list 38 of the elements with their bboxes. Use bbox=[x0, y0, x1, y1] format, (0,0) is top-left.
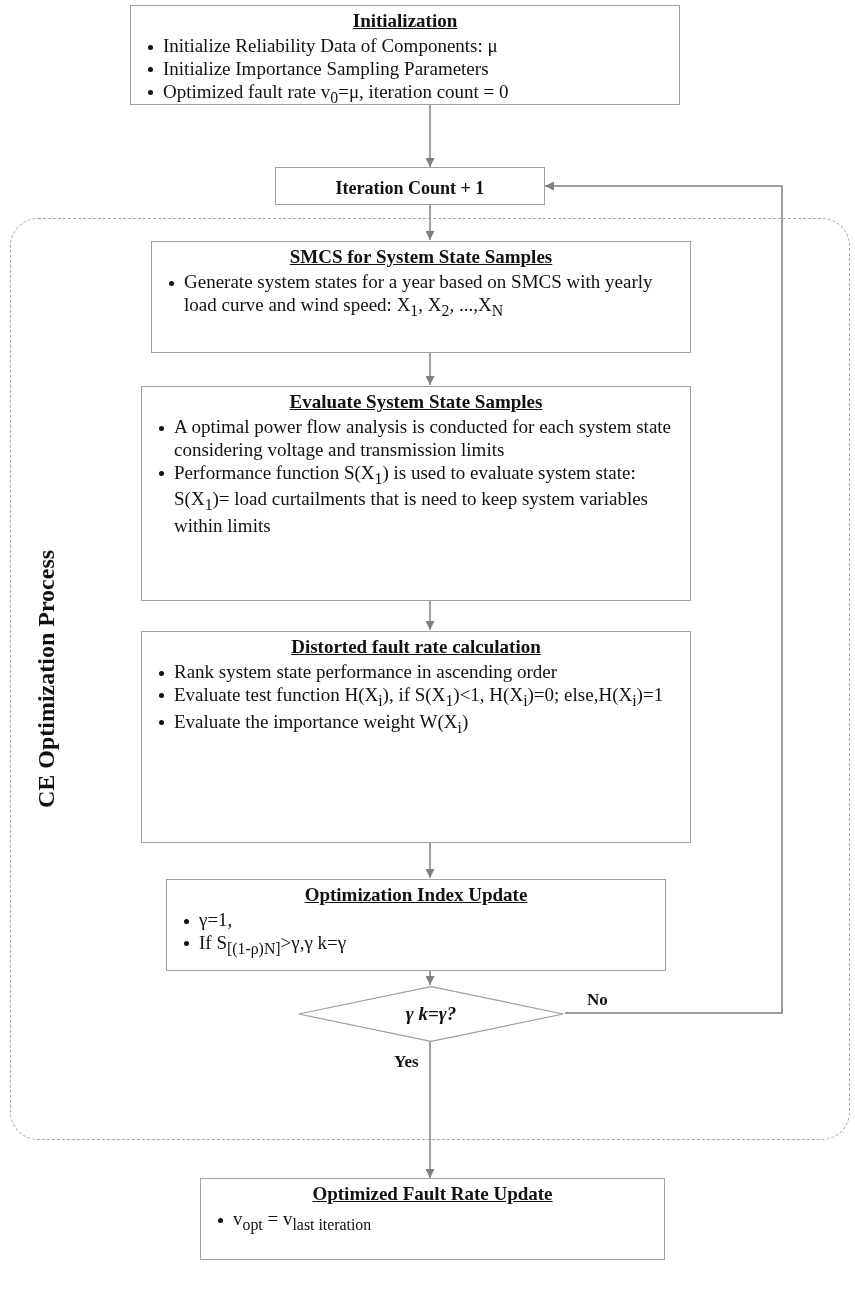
arrow bbox=[425, 841, 435, 879]
bullet-text: A optimal power flow analysis is conducted for each system state considering voltage and transmission limits bbox=[154, 416, 678, 462]
arrow bbox=[425, 104, 435, 168]
bullet-text: If S$_{[(1-ρ)N]}$>γ,γ k=γ bbox=[179, 931, 653, 959]
bullet-text: v$_{opt}$ = v$_{last iteration}$ bbox=[213, 1208, 652, 1235]
bullet-text: Initialize Importance Sampling Parameters bbox=[143, 57, 667, 81]
process-box bbox=[130, 5, 680, 105]
process-box bbox=[275, 167, 545, 205]
bullet-text: Performance function S(X$_{1}$) is used to evaluate system state: S(X$_{1}$)= load curtailments that is need to keep system variables within limits bbox=[154, 461, 678, 538]
group-label: CE Optimization Process bbox=[33, 549, 60, 809]
box-heading: Initialization bbox=[351, 10, 459, 32]
group-frame bbox=[10, 218, 850, 1140]
arrow bbox=[425, 969, 435, 986]
decision-diamond bbox=[296, 986, 566, 1042]
arrow bbox=[425, 351, 435, 386]
arrow bbox=[425, 204, 435, 241]
process-box bbox=[166, 879, 666, 971]
bullet-text: Optimized fault rate v$_{0}$=μ, iteration count = 0 bbox=[143, 80, 667, 108]
process-box bbox=[151, 241, 691, 353]
arrow bbox=[425, 1040, 435, 1179]
process-box bbox=[200, 1178, 665, 1260]
arrow bbox=[544, 181, 783, 1014]
box-heading: Distorted fault rate calculation bbox=[290, 636, 542, 658]
bullet-text: Rank system state performance in ascending order bbox=[154, 661, 678, 684]
box-heading: Optimized Fault Rate Update bbox=[311, 1183, 554, 1205]
bullet-text: Initialize Reliability Data of Components: μ bbox=[143, 35, 667, 58]
bullet-text: Evaluate the importance weight W(X$_{i}$) bbox=[154, 710, 678, 738]
box-heading: Evaluate System State Samples bbox=[288, 391, 544, 413]
box-title: Iteration Count + 1 bbox=[334, 177, 486, 199]
process-box bbox=[141, 631, 691, 843]
box-heading: SMCS for System State Samples bbox=[288, 246, 554, 268]
box-heading: Optimization Index Update bbox=[303, 884, 529, 906]
arrow bbox=[425, 599, 435, 631]
bullet-text: Evaluate test function H(X$_{i}$), if S(X$_{1}$)<1, H(X$_{i}$)=0; else,H(X$_{i}$)=1 bbox=[154, 683, 678, 711]
decision-text: γ k=γ? bbox=[405, 1003, 457, 1025]
bullet-text: γ=1, bbox=[179, 909, 653, 932]
bullet-text: Generate system states for a year based on SMCS with yearly load curve and wind speed: X$_{1}$, X$_{2}$, ...,X$_{N}$ bbox=[164, 271, 678, 321]
process-box bbox=[141, 386, 691, 601]
